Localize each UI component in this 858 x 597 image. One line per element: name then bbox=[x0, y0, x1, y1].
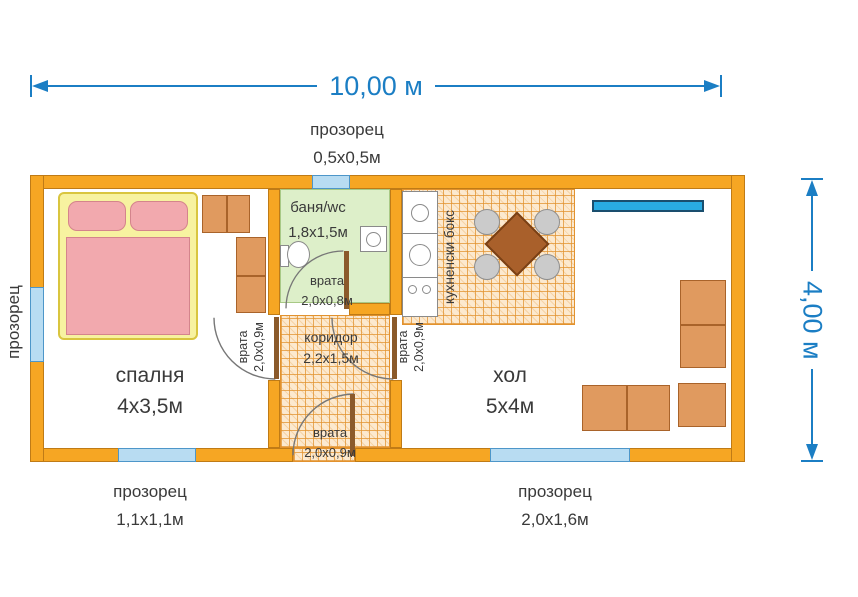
bedroom-wardrobe bbox=[236, 237, 266, 313]
dimension-height: 4,00 м bbox=[797, 178, 828, 462]
window-label-bottom-left-name: прозорец bbox=[113, 482, 187, 501]
kitchen-sink-icon bbox=[411, 204, 429, 222]
dimension-line bbox=[434, 85, 705, 87]
sofa-corner bbox=[678, 383, 726, 427]
wall-corridor-upper bbox=[390, 189, 402, 315]
wall-corridor-lower bbox=[390, 380, 402, 448]
bathroom-door-leaf bbox=[344, 251, 349, 309]
sofa-right bbox=[680, 280, 726, 368]
living-door-word: врата bbox=[396, 330, 410, 364]
bathroom-door-label: врата 2,0х0,8м bbox=[272, 271, 382, 311]
bedroom-name: спалня bbox=[115, 364, 185, 387]
wall-bathroom-bottom bbox=[349, 303, 390, 315]
living-door-size: 2,0х0,9м bbox=[412, 322, 426, 372]
dining-chair bbox=[534, 209, 560, 235]
living-door-leaf bbox=[392, 317, 397, 379]
dimension-tick bbox=[801, 178, 823, 180]
sofa-bottom bbox=[582, 385, 670, 431]
living-label: хол 5х4м bbox=[440, 360, 580, 422]
window-label-top: прозорец 0,5х0,5м bbox=[267, 116, 427, 172]
entrance-door-leaf bbox=[350, 394, 355, 456]
dimension-tick bbox=[801, 460, 823, 462]
bedroom-label: спалня 4х3,5м bbox=[70, 360, 230, 422]
bathroom-name: баня/wc bbox=[290, 199, 346, 216]
height-dimension-label: 4,00 м bbox=[797, 280, 828, 360]
floor-plan: спалня 4х3,5м хол 5х4м баня/wc 1,8х1,5м … bbox=[30, 175, 745, 462]
wall-bedroom-upper bbox=[268, 189, 280, 315]
bathroom-size: 1,8х1,5м bbox=[288, 224, 348, 241]
kitchen-label: кухненски бокс bbox=[442, 210, 457, 304]
bedroom-size: 4х3,5м bbox=[117, 395, 183, 418]
window-label-bottom-right: прозорец 2,0х1,6м bbox=[475, 478, 635, 534]
window-label-bottom-left: прозорец 1,1х1,1м bbox=[70, 478, 230, 534]
dimension-tick bbox=[720, 75, 723, 97]
wardrobe-divider bbox=[237, 275, 265, 277]
stove-knob-icon bbox=[422, 285, 431, 294]
width-dimension-label: 10,00 м bbox=[329, 70, 423, 101]
corridor-size: 2,2х1,5м bbox=[303, 350, 359, 366]
bedroom-door-size: 2,0х0,9м bbox=[252, 322, 266, 372]
bedroom-door-word: врата bbox=[236, 330, 250, 364]
pillow bbox=[130, 201, 188, 231]
corridor-name: коридор bbox=[304, 329, 358, 345]
mattress bbox=[66, 237, 190, 335]
cabinet-divider bbox=[226, 196, 228, 232]
window-label-bottom-right-name: прозорец bbox=[518, 482, 592, 501]
stove-knob-icon bbox=[408, 285, 417, 294]
wall-top bbox=[30, 175, 745, 189]
entrance-door-label: врата 2,0х0,9м bbox=[275, 423, 385, 463]
dimension-line bbox=[811, 369, 813, 444]
window-label-top-name: прозорец bbox=[310, 120, 384, 139]
window-top bbox=[312, 175, 350, 189]
dining-chair bbox=[474, 254, 500, 280]
tv bbox=[592, 200, 704, 212]
living-name: хол bbox=[493, 364, 527, 387]
living-size: 5х4м bbox=[485, 395, 535, 418]
wall-right bbox=[731, 175, 745, 462]
window-label-bottom-left-size: 1,1х1,1м bbox=[116, 510, 184, 529]
bathroom-door-word: врата bbox=[309, 273, 345, 288]
bedroom-door-leaf bbox=[274, 317, 279, 379]
sink-basin-icon bbox=[366, 232, 381, 247]
dimension-arrow-right-icon bbox=[704, 80, 721, 92]
window-label-bottom-right-size: 2,0х1,6м bbox=[521, 510, 589, 529]
entrance-door-swing-arc bbox=[292, 393, 355, 456]
dimension-tick bbox=[30, 75, 32, 97]
entrance-threshold bbox=[293, 448, 355, 462]
dimension-line bbox=[48, 85, 318, 87]
sofa-cushion-divider bbox=[681, 324, 725, 326]
sofa-cushion-divider bbox=[626, 386, 628, 430]
dimension-arrow-left-icon bbox=[32, 80, 48, 92]
living-door-label: врата 2,0х0,9м bbox=[395, 302, 429, 392]
living-door-swing-arc bbox=[331, 317, 394, 380]
bedroom-cabinet bbox=[202, 195, 250, 233]
stove-burner-icon bbox=[409, 244, 431, 266]
bedroom-door-label: врата 2,0х0,9м bbox=[235, 302, 269, 392]
entrance-door-size: 2,0х0,9м bbox=[304, 445, 356, 460]
wall-bedroom-lower bbox=[268, 380, 280, 448]
counter-divider bbox=[403, 233, 437, 234]
bathroom-door-size: 2,0х0,8м bbox=[301, 293, 353, 308]
bathroom-door-swing-arc bbox=[285, 250, 344, 309]
bedroom-door-swing-arc bbox=[213, 317, 276, 380]
dining-chair bbox=[474, 209, 500, 235]
dimension-width: 10,00 м bbox=[30, 70, 723, 101]
bathroom-label: баня/wc 1,8х1,5м bbox=[263, 195, 373, 245]
corridor-label: коридор 2,2х1,5м bbox=[276, 327, 386, 369]
pillow bbox=[68, 201, 126, 231]
counter-divider bbox=[403, 277, 437, 278]
window-living bbox=[490, 448, 630, 462]
toilet-icon bbox=[287, 241, 310, 268]
dimension-line bbox=[811, 196, 813, 271]
dimension-arrow-down-icon bbox=[806, 444, 818, 460]
entrance-door-word: врата bbox=[312, 425, 348, 440]
dining-chair bbox=[534, 254, 560, 280]
window-left bbox=[30, 287, 44, 362]
dimension-arrow-up-icon bbox=[806, 180, 818, 196]
window-label-left: прозорец bbox=[4, 285, 23, 359]
window-label-top-size: 0,5х0,5м bbox=[313, 148, 381, 167]
window-bedroom bbox=[118, 448, 196, 462]
